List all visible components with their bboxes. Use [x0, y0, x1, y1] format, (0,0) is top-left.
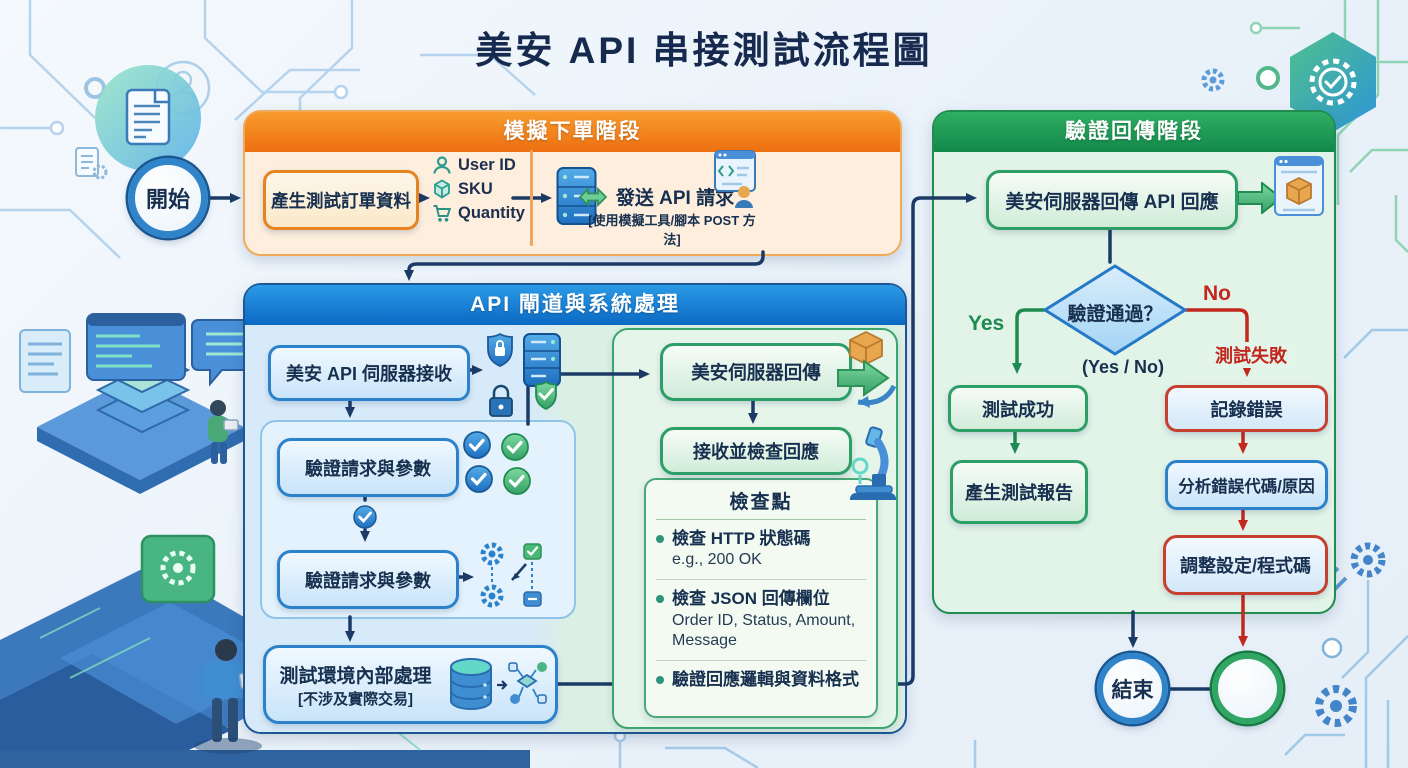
- package-icon: [434, 179, 450, 199]
- person-illustration: [208, 400, 239, 464]
- check-circle-blue-icon: [465, 465, 493, 493]
- internal-process-note: [不涉及實際交易]: [298, 690, 413, 708]
- gear-icon: [1315, 685, 1357, 727]
- section-divider: [530, 150, 533, 246]
- bullet-dot: [656, 595, 664, 604]
- test-success-box: 測試成功: [948, 385, 1088, 432]
- checkpoint-item: 驗證回應邏輯與資料格式: [656, 661, 866, 699]
- check-circle-green-icon: [501, 433, 529, 461]
- checkpoint-header: 檢查點: [656, 484, 866, 520]
- end-label: 結束: [1111, 678, 1154, 702]
- log-error-box: 記錄錯誤: [1165, 385, 1328, 432]
- check-circle-green-icon: [503, 467, 531, 495]
- panel-gateway-header: API 閘道與系統處理: [245, 285, 905, 325]
- server-return-box: 美安伺服器回傳: [660, 343, 852, 401]
- check-circles: [463, 431, 531, 495]
- gear-flow-icon: [480, 542, 542, 608]
- check-circle-blue-icon: [463, 431, 491, 459]
- generate-report-box: 產生測試報告: [950, 460, 1088, 524]
- nodes-icon: [508, 661, 547, 704]
- small-gear-icon: [1201, 68, 1225, 92]
- package-icon: [1286, 176, 1312, 206]
- package-icon: [849, 330, 883, 366]
- receive-server-box: 美安 API 伺服器接收: [268, 345, 470, 401]
- checkpoint-title: 檢查 HTTP 狀態碼: [672, 529, 811, 548]
- decision-label: 驗證通過？: [1067, 304, 1163, 325]
- bullet-dot: [656, 535, 664, 543]
- panel-verify-header: 驗證回傳階段: [934, 112, 1334, 152]
- checkpoint-item: 檢查 HTTP 狀態碼 e.g., 200 OK: [656, 520, 866, 581]
- yes-branch-label: Yes: [968, 312, 1005, 335]
- checkpoint-title: 驗證回應邏輯與資料格式: [672, 669, 859, 689]
- field-row: User ID: [432, 155, 525, 175]
- analyze-error-box: 分析錯誤代碼/原因: [1165, 460, 1328, 510]
- green-arrow-icon: [1238, 182, 1282, 214]
- database-flow-icon: [450, 657, 547, 710]
- no-branch-label: No: [1203, 282, 1231, 305]
- checkpoint-panel: 檢查點 檢查 HTTP 狀態碼 e.g., 200 OK 檢查 JSON 回傳欄…: [644, 478, 878, 718]
- blue-return-arrow-icon: [858, 396, 870, 408]
- start-label: 開始: [145, 187, 190, 212]
- end-terminal: 結束: [1097, 653, 1168, 724]
- page-title: 美安 API 串接測試流程圖: [475, 30, 933, 71]
- generate-order-box: 產生測試訂單資料: [263, 170, 419, 230]
- database-icon: [450, 657, 492, 710]
- fail-status-label: 測試失敗: [1207, 342, 1295, 368]
- field-row: SKU: [432, 179, 525, 199]
- browser-code-icon: [714, 150, 756, 208]
- browser-package-icon: [1274, 156, 1324, 216]
- package-transfer-icon: [837, 330, 897, 408]
- checkpoint-title: 檢查 JSON 回傳欄位: [672, 589, 830, 609]
- api-response-box: 美安伺服器回傳 API 回應: [986, 170, 1238, 230]
- green-arrow-icon: [837, 359, 890, 397]
- small-doc-icon: [75, 147, 108, 180]
- user-icon: [433, 156, 451, 174]
- panel-order-header: 模擬下單階段: [245, 112, 900, 152]
- checkpoint-detail: Order ID, Status, Amount, Message: [672, 611, 856, 649]
- server-rack-icon: [523, 333, 561, 387]
- bullet-dot: [656, 675, 664, 684]
- lock-icon: [489, 384, 513, 417]
- shield-check-icon: [535, 380, 557, 411]
- server-illustration: [19, 313, 263, 494]
- order-fields-list: User ID SKU Quantity: [432, 155, 525, 223]
- cart-icon: [433, 205, 452, 222]
- field-row: Quantity: [432, 203, 525, 223]
- gear-icon: [1350, 542, 1386, 578]
- check-circle-step-icon: [353, 505, 377, 529]
- internal-process-box: 測試環境內部處理 [不涉及實際交易]: [263, 645, 558, 724]
- decision-note: (Yes / No): [1081, 357, 1165, 377]
- microscope-icon: [849, 426, 897, 500]
- hexagon-gear-icon: [1290, 32, 1376, 132]
- checkpoint-item: 檢查 JSON 回傳欄位 Order ID, Status, Amount, M…: [656, 580, 866, 661]
- validate-box-2: 驗證請求與參數: [277, 550, 459, 609]
- adjust-config-box: 調整設定/程式碼: [1163, 535, 1328, 595]
- validate-box-1: 驗證請求與參數: [277, 438, 459, 497]
- internal-process-label: 測試環境內部處理: [279, 665, 432, 687]
- start-terminal: 開始: [128, 158, 208, 238]
- send-request-note: [使用模擬工具/腳本 POST 方法]: [588, 213, 756, 247]
- check-response-box: 接收並檢查回應: [660, 427, 852, 475]
- checkpoint-detail: e.g., 200 OK: [672, 551, 762, 569]
- result-terminal: [1212, 653, 1283, 724]
- document-badge-icon: [95, 65, 201, 171]
- security-icons: [487, 332, 561, 417]
